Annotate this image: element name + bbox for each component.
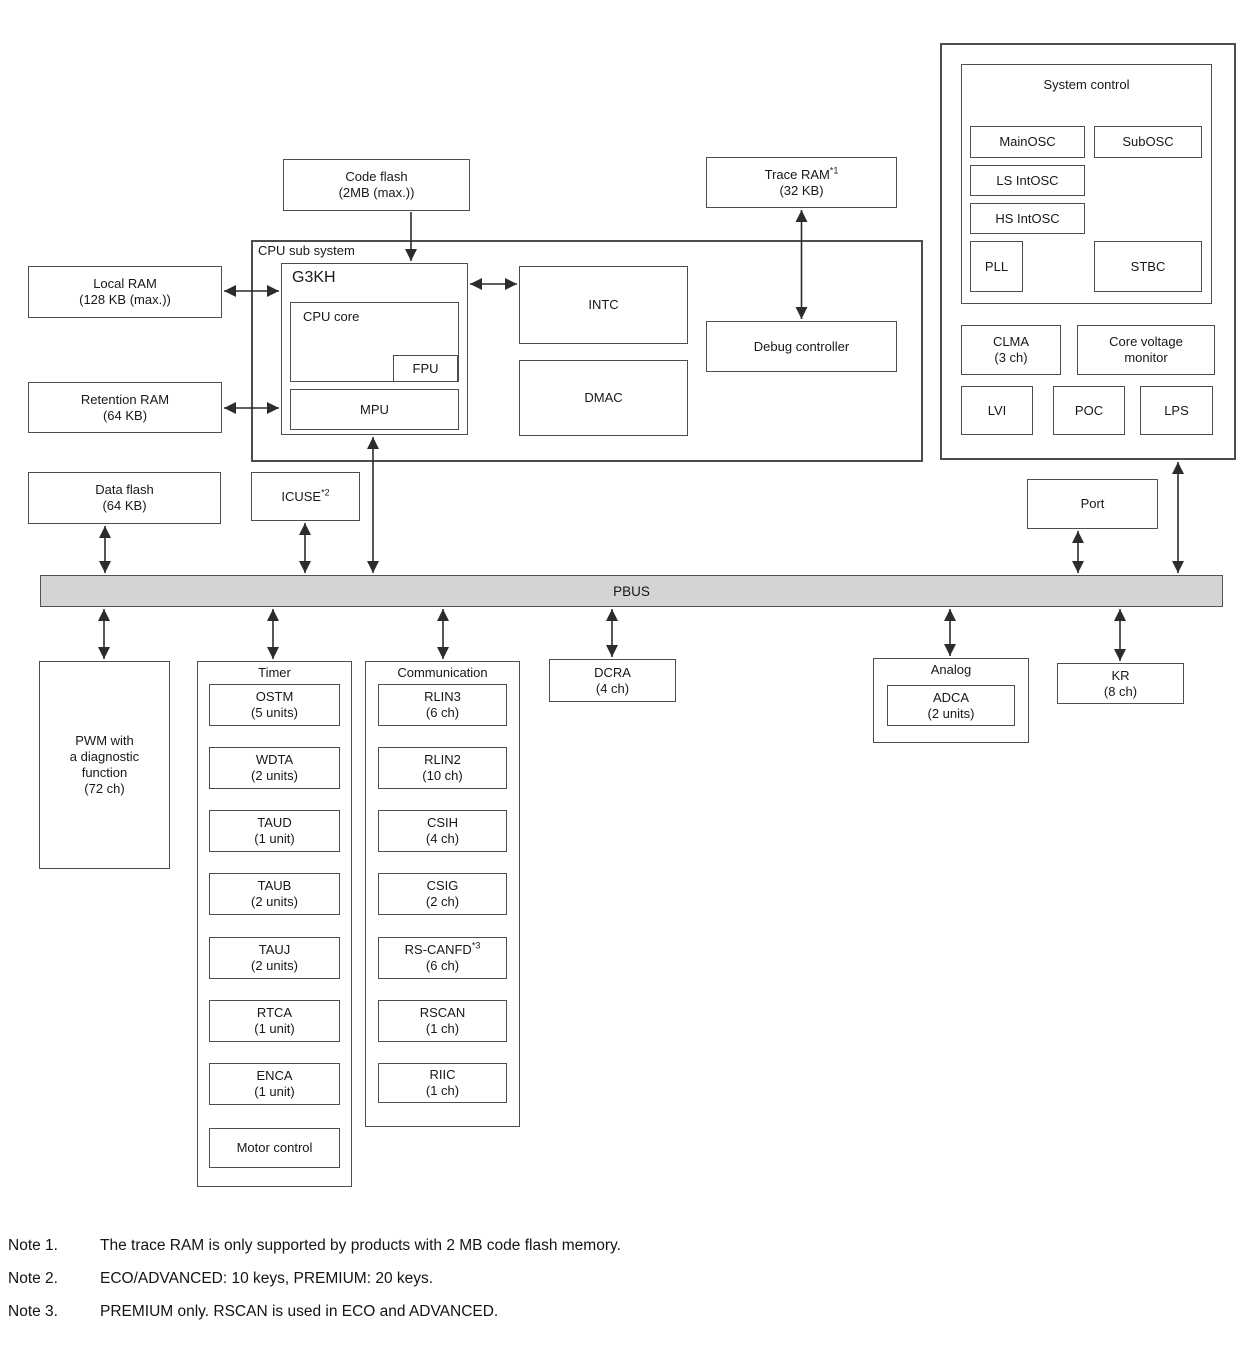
comm-item-csig: CSIG (2 ch) bbox=[378, 873, 507, 915]
core-voltage-monitor-block: Core voltage monitor bbox=[1077, 325, 1215, 375]
timer-item-tauj: TAUJ (2 units) bbox=[209, 937, 340, 979]
port-block: Port bbox=[1027, 479, 1158, 529]
note-3-text: PREMIUM only. RSCAN is used in ECO and A… bbox=[100, 1303, 499, 1320]
timer-item-taud: TAUD (1 unit) bbox=[209, 810, 340, 852]
note-1-text: The trace RAM is only supported by produ… bbox=[100, 1237, 621, 1254]
lvi-block: LVI bbox=[961, 386, 1033, 435]
debug-controller-block: Debug controller bbox=[706, 321, 897, 372]
comm-item-csih: CSIH (4 ch) bbox=[378, 810, 507, 852]
retention-ram-block: Retention RAM (64 KB) bbox=[28, 382, 222, 433]
clma-block: CLMA (3 ch) bbox=[961, 325, 1061, 375]
system-control-frame bbox=[940, 43, 1236, 460]
note-3-tag: Note 3. bbox=[8, 1303, 58, 1320]
note-1: Note 1. The trace RAM is only supported b… bbox=[8, 1237, 621, 1255]
cpu-core-block: CPU core bbox=[290, 302, 459, 382]
timer-group-title: Timer bbox=[258, 665, 291, 680]
timer-item-ostm: OSTM (5 units) bbox=[209, 684, 340, 726]
comm-item-rs-canfd: RS-CANFD*3 (6 ch) bbox=[378, 937, 507, 979]
subosc-block: SubOSC bbox=[1094, 126, 1202, 158]
ls-intosc-block: LS IntOSC bbox=[970, 165, 1085, 196]
cpu-subsystem-title: CPU sub system bbox=[258, 243, 355, 258]
timer-item-taub: TAUB (2 units) bbox=[209, 873, 340, 915]
hs-intosc-block: HS IntOSC bbox=[970, 203, 1085, 234]
g3kh-label: G3KH bbox=[292, 269, 336, 286]
code-flash-block: Code flash (2MB (max.)) bbox=[283, 159, 470, 211]
comm-item-rscan: RSCAN (1 ch) bbox=[378, 1000, 507, 1042]
timer-item-motor-control: Motor control bbox=[209, 1128, 340, 1168]
pbus-label: PBUS bbox=[613, 583, 650, 599]
mainosc-block: MainOSC bbox=[970, 126, 1085, 158]
comm-item-rlin2: RLIN2 (10 ch) bbox=[378, 747, 507, 789]
cpu-core-label: CPU core bbox=[303, 309, 360, 324]
note3-ref: *3 bbox=[471, 940, 481, 951]
analog-group-title: Analog bbox=[930, 662, 972, 677]
data-flash-block: Data flash (64 KB) bbox=[28, 472, 221, 524]
adca-block: ADCA (2 units) bbox=[887, 685, 1015, 726]
mpu-block: MPU bbox=[290, 389, 459, 430]
note-1-tag: Note 1. bbox=[8, 1237, 58, 1254]
stbc-block: STBC bbox=[1094, 241, 1202, 292]
timer-item-enca: ENCA (1 unit) bbox=[209, 1063, 340, 1105]
cpu-subsystem-frame: CPU sub system bbox=[251, 240, 923, 462]
intc-block: INTC bbox=[519, 266, 688, 344]
timer-group-frame: Timer bbox=[197, 661, 352, 1187]
kr-block: KR (8 ch) bbox=[1057, 663, 1184, 704]
system-control-title: System control bbox=[1043, 77, 1130, 92]
pll-block: PLL bbox=[970, 241, 1023, 292]
trace-ram-block: Trace RAM*1 (32 KB) bbox=[706, 157, 897, 208]
communication-group-title: Communication bbox=[397, 665, 488, 680]
note1-ref: *1 bbox=[829, 165, 839, 176]
note-3: Note 3. PREMIUM only. RSCAN is used in EC… bbox=[8, 1303, 498, 1321]
fpu-block: FPU bbox=[393, 355, 458, 382]
timer-item-wdta: WDTA (2 units) bbox=[209, 747, 340, 789]
poc-block: POC bbox=[1053, 386, 1125, 435]
dcra-block: DCRA (4 ch) bbox=[549, 659, 676, 702]
comm-item-rlin3: RLIN3 (6 ch) bbox=[378, 684, 507, 726]
lps-block: LPS bbox=[1140, 386, 1213, 435]
dmac-block: DMAC bbox=[519, 360, 688, 436]
pbus-bar: PBUS bbox=[40, 575, 1223, 607]
note-2: Note 2. ECO/ADVANCED: 10 keys, PREMIUM: 2… bbox=[8, 1270, 433, 1288]
note-2-tag: Note 2. bbox=[8, 1270, 58, 1287]
note-2-text: ECO/ADVANCED: 10 keys, PREMIUM: 20 keys. bbox=[100, 1270, 434, 1287]
note2-ref: *2 bbox=[321, 487, 330, 498]
comm-item-riic: RIIC (1 ch) bbox=[378, 1063, 507, 1103]
timer-item-rtca: RTCA (1 unit) bbox=[209, 1000, 340, 1042]
icuse-block: ICUSE*2 bbox=[251, 472, 360, 521]
pwm-block: PWM with a diagnostic function (72 ch) bbox=[39, 661, 170, 869]
local-ram-block: Local RAM (128 KB (max.)) bbox=[28, 266, 222, 318]
